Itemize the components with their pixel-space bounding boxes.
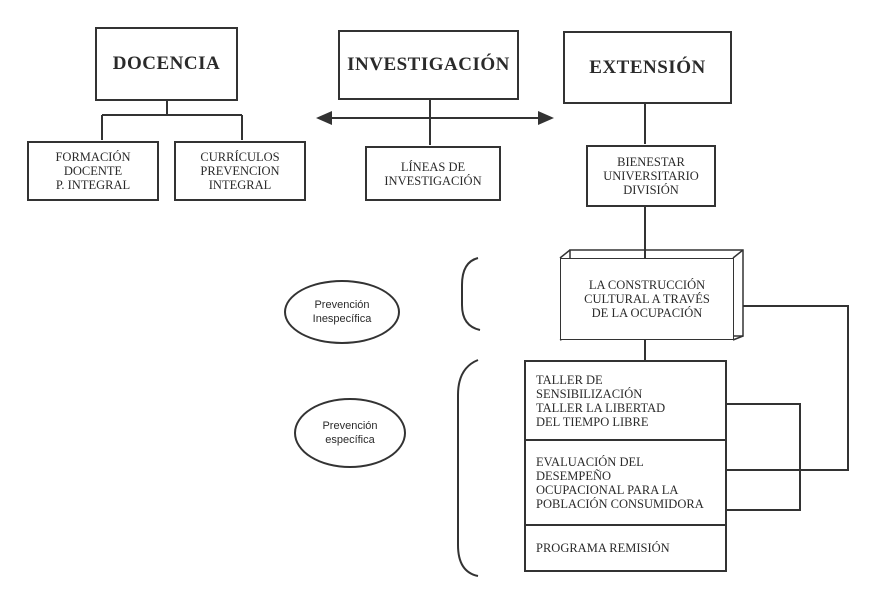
bienestar-box: BIENESTAR UNIVERSITARIO DIVISIÓN (586, 145, 716, 207)
formacion-label: FORMACIÓN DOCENTE P. INTEGRAL (55, 150, 131, 192)
formacion-box: FORMACIÓN DOCENTE P. INTEGRAL (27, 141, 159, 201)
connector-loop-inner (726, 403, 801, 511)
bracket-especifica (457, 359, 479, 577)
investigacion-box: INVESTIGACIÓN (338, 30, 519, 100)
lineas-box: LÍNEAS DE INVESTIGACIÓN (365, 146, 501, 201)
prevencion-inespecifica-ellipse: Prevención Inespecífica (284, 280, 400, 344)
bracket-inespecifica (461, 257, 481, 331)
program-box: TALLER DE SENSIBILIZACIÓN TALLER LA LIBE… (524, 360, 727, 572)
prevencion-especifica-label: Prevención específica (322, 420, 378, 446)
double-arrow (316, 111, 554, 125)
investigacion-label: INVESTIGACIÓN (347, 54, 510, 75)
evaluacion-section: EVALUACIÓN DEL DESEMPEÑO OCUPACIONAL PAR… (526, 441, 725, 526)
bienestar-label: BIENESTAR UNIVERSITARIO DIVISIÓN (603, 155, 699, 197)
taller-label: TALLER DE SENSIBILIZACIÓN TALLER LA LIBE… (536, 372, 666, 429)
remision-section: PROGRAMA REMISIÓN (526, 526, 725, 570)
evaluacion-label: EVALUACIÓN DEL DESEMPEÑO OCUPACIONAL PAR… (536, 454, 704, 511)
curriculos-box: CURRÍCULOS PREVENCION INTEGRAL (174, 141, 306, 201)
taller-section: TALLER DE SENSIBILIZACIÓN TALLER LA LIBE… (526, 362, 725, 441)
curriculos-label: CURRÍCULOS PREVENCION INTEGRAL (200, 150, 280, 192)
docencia-label: DOCENCIA (112, 53, 221, 74)
docencia-box: DOCENCIA (95, 27, 238, 101)
construccion-label: LA CONSTRUCCIÓN CULTURAL A TRAVÉS DE LA … (584, 278, 710, 320)
extension-label: EXTENSIÓN (589, 56, 706, 78)
prevencion-especifica-ellipse: Prevención específica (294, 398, 406, 468)
remision-label: PROGRAMA REMISIÓN (536, 541, 670, 555)
construccion-box: LA CONSTRUCCIÓN CULTURAL A TRAVÉS DE LA … (560, 258, 734, 340)
lineas-label: LÍNEAS DE INVESTIGACIÓN (384, 159, 482, 188)
connector-loop-outer (726, 305, 849, 471)
prevencion-inespecifica-label: Prevención Inespecífica (312, 299, 372, 325)
extension-box: EXTENSIÓN (563, 31, 732, 104)
